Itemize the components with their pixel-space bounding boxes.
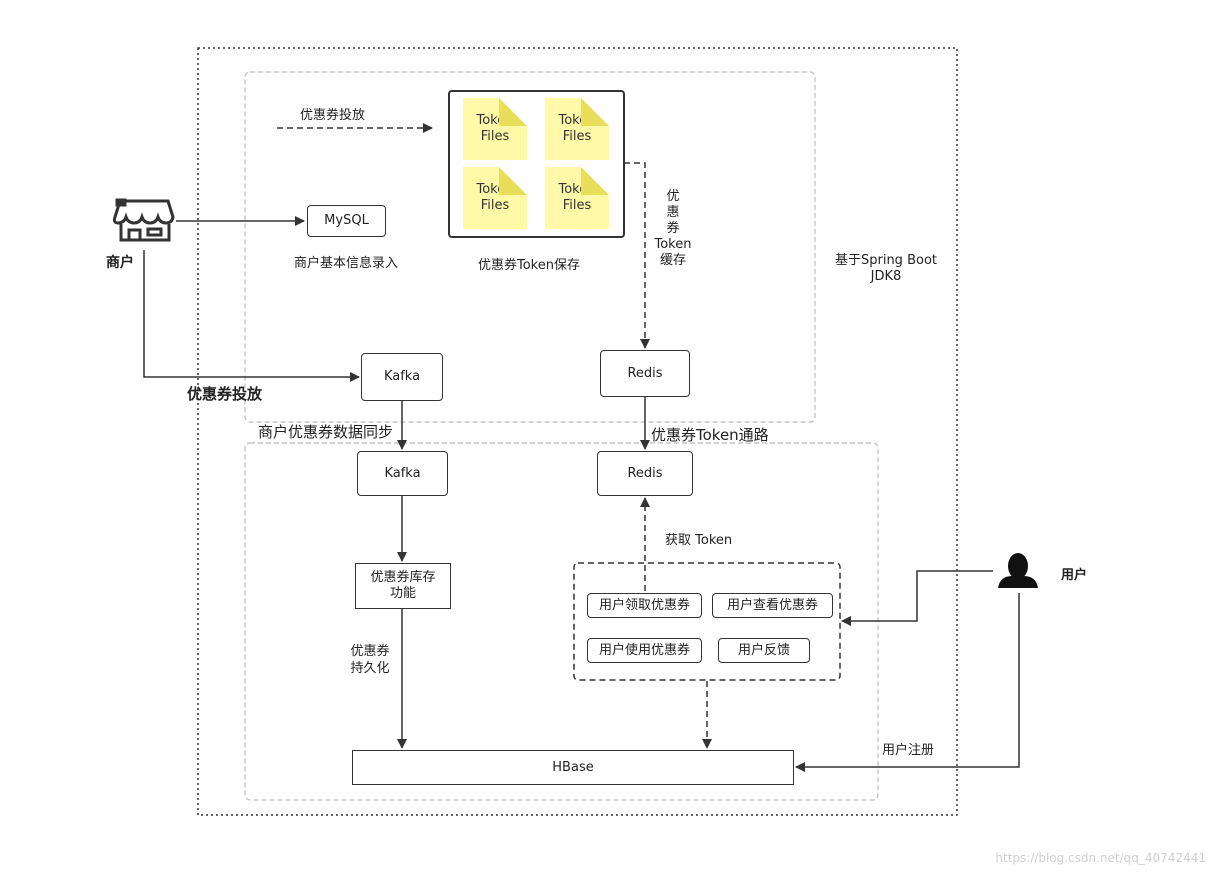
token-file: Token Files bbox=[545, 167, 609, 229]
mysql-node: MySQL bbox=[307, 205, 386, 237]
user-action-view: 用户查看优惠券 bbox=[712, 593, 833, 618]
token-file: Token Files bbox=[545, 98, 609, 160]
arrow-merchant-to-kafka bbox=[143, 250, 360, 382]
redis-node-bottom: Redis bbox=[597, 451, 693, 496]
coupon-issue-top-label: 优惠券投放 bbox=[300, 108, 366, 123]
kafka-node-top: Kafka bbox=[361, 353, 443, 401]
token-path-label: 优惠券Token通路 bbox=[651, 426, 769, 444]
merchant-service-container bbox=[244, 71, 816, 423]
merchant-sync-label: 商户优惠券数据同步 bbox=[258, 423, 394, 441]
kafka-node-bottom: Kafka bbox=[357, 451, 448, 496]
token-file: Token Files bbox=[463, 167, 527, 229]
persist-label: 优惠券 持久化 bbox=[350, 644, 390, 676]
inventory-node: 优惠券库存 功能 bbox=[355, 563, 451, 609]
person-icon bbox=[998, 553, 1038, 588]
hbase-node: HBase bbox=[352, 750, 794, 785]
token-save-label: 优惠券Token保存 bbox=[478, 258, 580, 273]
get-token-label: 获取 Token bbox=[665, 533, 733, 548]
token-file: Token Files bbox=[463, 98, 527, 160]
user-service-container bbox=[244, 442, 879, 801]
shop-icon bbox=[112, 198, 175, 242]
arrow-user-register bbox=[795, 593, 1020, 772]
arrow-user-to-actions bbox=[841, 570, 993, 626]
token-cache-label: 优 惠 券 Token 缓存 bbox=[654, 189, 692, 268]
redis-node-top: Redis bbox=[600, 350, 690, 397]
watermark: https://blog.csdn.net/qq_40742441 bbox=[995, 851, 1206, 865]
arrow-tokens-to-redis bbox=[624, 162, 650, 349]
spring-boot-label: 基于Spring Boot JDK8 bbox=[834, 253, 937, 284]
outer-boundary bbox=[197, 47, 958, 816]
user-register-label: 用户注册 bbox=[882, 743, 935, 758]
coupon-issue-label: 优惠券投放 bbox=[187, 385, 263, 403]
user-action-feedback: 用户反馈 bbox=[718, 638, 810, 663]
merchant-info-label: 商户基本信息录入 bbox=[294, 256, 399, 271]
user-action-use: 用户使用优惠券 bbox=[587, 638, 702, 663]
user-action-claim: 用户领取优惠券 bbox=[587, 593, 702, 618]
user-label: 用户 bbox=[1061, 568, 1088, 583]
merchant-label: 商户 bbox=[106, 255, 134, 271]
